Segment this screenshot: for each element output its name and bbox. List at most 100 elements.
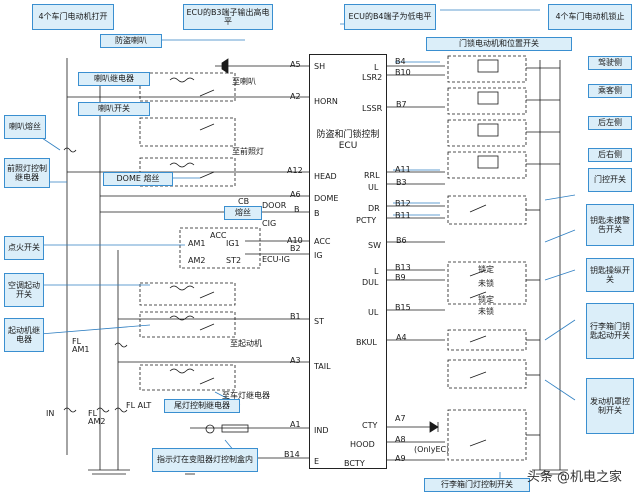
sig-ul2: UL [368,308,379,317]
box-theft-horn: 防盗喇叭 [100,34,162,48]
unlock-label-1: 未锁 [478,279,494,288]
pin-b: B [294,205,300,214]
box-doors-lock: 4个车门电动机锁止 [548,4,632,30]
sig-dome: DOME [314,194,339,203]
only-ec-label: (OnlyEC) [414,445,450,454]
sig-ig: IG [314,251,323,260]
sig-l: L [374,63,379,72]
sig-acc: ACC [314,237,331,246]
box-passenger-side: 乘客侧 [588,84,632,98]
box-b3-high: ECU的B3端子输出高电平 [183,4,273,30]
pin-a10: A10 [287,236,303,245]
sig-e: E [314,457,320,466]
sig-bkul: BKUL [356,338,377,347]
box-dome-fuse: DOME 熔丝 [103,172,173,186]
sig-l2: L [374,267,379,276]
pin-a6: A6 [290,190,301,199]
box-door-switch: 门控开关 [588,168,632,192]
box-ignition-switch: 点火开关 [4,236,44,260]
pin-a1: A1 [290,420,301,429]
sig-st: ST [314,317,324,326]
box-motor-group: 门锁电动机和位置开关 [426,37,572,51]
box-trunk-light: 行李箱门灯控制开关 [424,478,530,492]
pin-b1: B1 [290,312,301,321]
sig-lsr2: LSR2 [362,73,383,82]
pin-b15: B15 [395,303,411,312]
sig-hood: HOOD [350,440,375,449]
box-ac-switch: 空调起动开关 [4,273,44,307]
pin-b12: B12 [395,199,411,208]
sig-dr: DR [368,204,380,213]
box-doors-open: 4个车门电动机打开 [32,4,114,30]
lock-label-1: 锁定 [478,265,494,274]
ig1-label: IG1 [226,239,240,248]
box-key-cyl: 钥匙操纵开关 [586,258,634,292]
ecu-title: 防盗和门锁控制ECU [316,130,380,152]
pin-a2: A2 [290,92,301,101]
box-rear-right: 后右侧 [588,148,632,162]
pin-b9: B9 [395,273,406,282]
sig-lssr: LSSR [362,104,383,113]
cig-label: CIG [262,219,277,228]
sig-rrl: RRL [364,171,380,180]
pin-a12: A12 [287,166,303,175]
pin-a4: A4 [396,333,407,342]
box-driver-side: 驾驶侧 [588,56,632,70]
pin-a7: A7 [395,414,406,423]
acc-label: ACC [210,231,227,240]
box-fuse: 熔丝 [224,206,262,220]
pin-b13: B13 [395,263,411,272]
fl-alt-label: FL ALT [126,401,152,410]
in-label: IN [46,409,55,418]
unlock-label-2: 未锁 [478,307,494,316]
fl-am1-label: FL AM1 [72,337,90,354]
pin-b7: B7 [396,100,407,109]
to-horn-label: 至喇叭 [232,77,256,86]
pin-b14: B14 [284,450,300,459]
sig-dul: DUL [362,278,379,287]
box-horn-switch: 喇叭开关 [78,102,150,116]
pin-b4: B4 [395,57,406,66]
am2-label: AM2 [188,256,206,265]
sig-ul: UL [368,183,379,192]
cb-label: CB [238,197,250,206]
door-label: DOOR [262,201,287,210]
sig-bcty: BCTY [344,459,365,468]
sig-head: HEAD [314,172,337,181]
box-key-warn: 钥匙未拔警告开关 [586,204,634,246]
watermark: 头条 @机电之家 [526,470,622,485]
box-headlight-relay: 前照灯控制继电器 [4,158,50,188]
box-indicator: 指示灯在变阻器灯控制盒内 [152,448,258,472]
box-horn-relay: 喇叭继电器 [78,72,150,86]
sig-cty: CTY [362,421,378,430]
box-horn-fuse: 喇叭熔丝 [4,115,46,139]
pin-a8: A8 [395,435,406,444]
box-starter-relay: 起动机继电器 [4,318,44,352]
box-rear-left: 后左侧 [588,116,632,130]
box-trunk-key: 行李箱门钥匙起动开关 [586,303,634,359]
sig-b: B [314,209,320,218]
pin-a11: A11 [395,165,411,174]
pin-b3: B3 [396,178,407,187]
st2-label: ST2 [226,256,242,265]
to-dimmer-label: 至车灯继电器 [222,391,270,400]
am1-label: AM1 [188,239,206,248]
sig-sw: SW [368,241,381,250]
to-front-label: 至前照灯 [232,147,264,156]
box-b4-low: ECU的B4端子为低电平 [344,4,436,30]
sig-tail: TAIL [314,362,331,371]
sig-sh: SH [314,62,326,71]
box-taillight-relay: 尾灯控制继电器 [164,399,240,413]
ecu-body [309,54,387,469]
pin-a9: A9 [395,454,406,463]
to-starter-label: 至起动机 [230,339,262,348]
fl-am2-label: FL AM2 [88,409,106,426]
ecu-ig-label: ECU-IG [262,255,290,264]
pin-b6: B6 [396,236,407,245]
pin-b2: B2 [290,244,301,253]
pin-a5: A5 [290,60,301,69]
pin-b10: B10 [395,68,411,77]
sig-horn: HORN [314,97,338,106]
box-hood: 发动机罩控制开关 [586,378,634,434]
lock-label-2: 锁定 [478,295,494,304]
